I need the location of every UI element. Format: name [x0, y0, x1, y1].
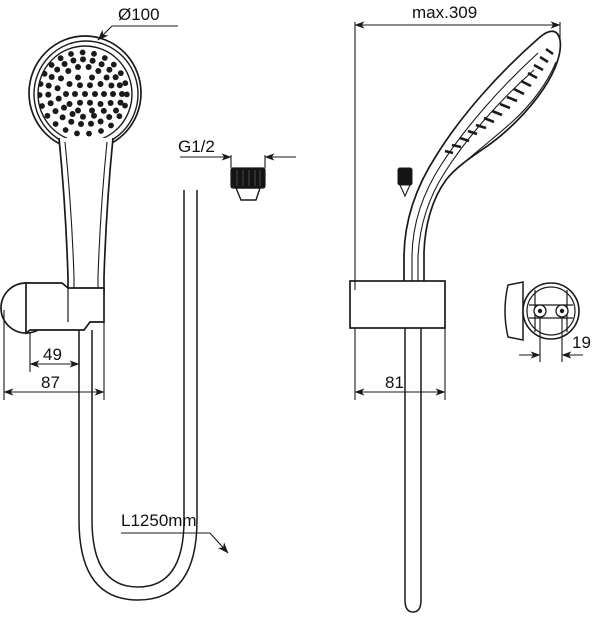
hose-connector-g12 — [230, 167, 266, 201]
hose-inner-edge — [91, 190, 185, 588]
dim-19 — [519, 317, 583, 362]
detail-screw-center-right — [559, 308, 565, 314]
wall-bracket-front — [0, 282, 105, 335]
hose-outer-edge — [78, 190, 198, 601]
wall-bracket-side — [349, 280, 446, 329]
dim-label-49: 49 — [43, 345, 62, 364]
dimensions-front-view — [3, 25, 296, 554]
shower-head-front — [28, 35, 142, 293]
dim-label-hose-length: L1250mm — [121, 511, 197, 530]
dim-g12 — [180, 153, 296, 168]
side-connector-shoulder — [399, 184, 411, 198]
side-contour-inner-2 — [417, 69, 535, 292]
connector-knurl — [236, 170, 261, 186]
hose-side-outline — [404, 328, 422, 613]
dim-87 — [3, 310, 105, 400]
dim-label-87: 87 — [41, 373, 60, 392]
shower-body-side-outline — [403, 30, 562, 293]
side-nozzle-ribs — [444, 47, 554, 155]
dim-max-309 — [354, 21, 561, 290]
dim-label-g12: G1/2 — [178, 137, 215, 156]
hose-front — [78, 190, 198, 601]
detail-inner-circle — [526, 286, 576, 336]
detail-side-wing — [504, 281, 524, 341]
bracket-holder-body — [25, 282, 105, 335]
detail-screw-center-left — [537, 308, 543, 314]
side-view — [349, 30, 580, 613]
side-contour-face-edge — [448, 61, 557, 177]
side-connector-nut — [397, 167, 413, 186]
dim-81 — [354, 328, 446, 400]
connector-shoulder — [234, 187, 261, 201]
shower-head-side — [397, 30, 562, 293]
handle-highlight-left — [64, 141, 75, 292]
spray-nozzle-dots — [38, 49, 130, 137]
dim-label-81: 81 — [385, 373, 404, 392]
dim-hose-length-leader — [121, 532, 229, 554]
dim-diameter-leader — [97, 25, 178, 41]
dim-49 — [29, 330, 80, 372]
hose-side — [404, 328, 422, 613]
side-contour-inner-1 — [411, 52, 539, 292]
bracket-detail-view — [504, 281, 580, 341]
handle-highlight-right — [97, 141, 108, 292]
dimensions-side-view — [354, 21, 583, 400]
dim-label-max-309: max.309 — [412, 3, 477, 22]
front-view — [0, 35, 266, 601]
dim-label-19: 19 — [572, 333, 591, 352]
dim-label-diameter: Ø100 — [118, 5, 160, 24]
